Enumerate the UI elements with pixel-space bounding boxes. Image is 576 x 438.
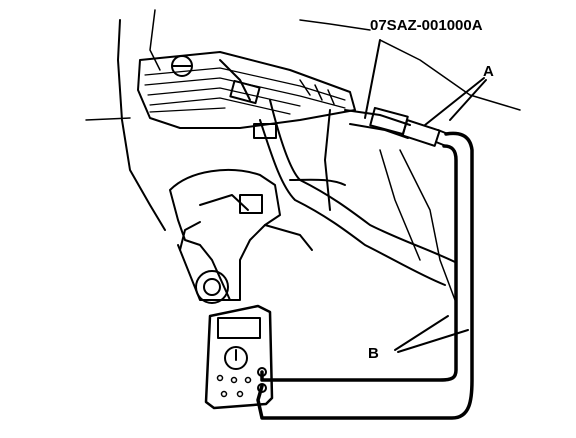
test-probe-tool bbox=[344, 106, 449, 147]
body-panel bbox=[85, 9, 521, 301]
wire-loom bbox=[259, 99, 456, 286]
mount-bracket bbox=[169, 169, 313, 304]
meter-jack-negative bbox=[257, 383, 267, 393]
callout-a-label: A bbox=[483, 63, 494, 80]
ecm-connector bbox=[137, 51, 356, 139]
meter-dial bbox=[224, 346, 248, 370]
meter-display bbox=[217, 317, 261, 339]
multimeter bbox=[204, 304, 274, 410]
callout-b-label: B bbox=[368, 345, 379, 362]
grommet bbox=[171, 55, 193, 77]
test-leads bbox=[256, 131, 474, 420]
tool-part-number-label: 07SAZ-001000A bbox=[370, 17, 483, 34]
meter-jack-positive bbox=[257, 367, 267, 377]
leader-lines bbox=[364, 39, 487, 353]
